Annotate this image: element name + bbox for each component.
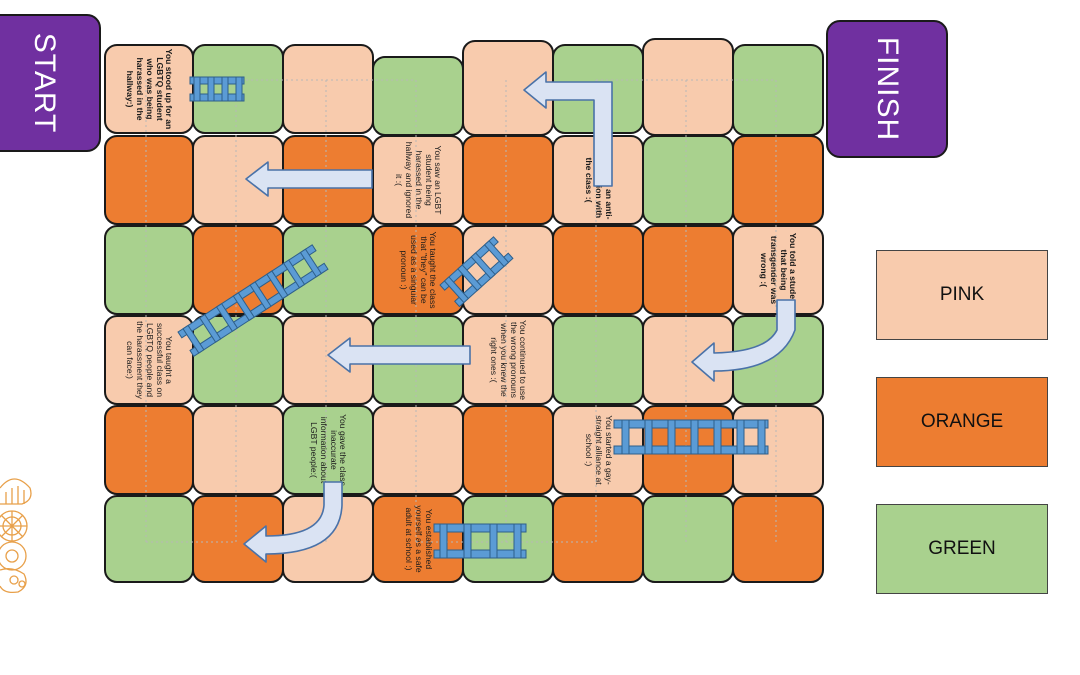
board-square <box>104 495 194 583</box>
start-label: START <box>27 32 61 134</box>
board-square: You established yourself as a safe adult… <box>372 495 464 583</box>
board-square: You told a student that being transgende… <box>732 225 824 315</box>
board-square <box>642 405 734 495</box>
board-square <box>282 225 374 315</box>
square-text: You established yourself as a safe adult… <box>404 505 434 573</box>
board-square <box>642 135 734 225</box>
board-square <box>462 495 554 583</box>
board-square <box>192 315 284 405</box>
square-text: You stood up for an LGBTQ student who wa… <box>125 48 175 130</box>
board-square <box>462 40 554 136</box>
board-square <box>732 135 824 225</box>
square-text: You saw an LGBT student being harassed i… <box>394 141 444 219</box>
finish-banner: FINISH <box>826 20 948 158</box>
board-square: You continued to use the wrong pronouns … <box>462 315 554 405</box>
legend-orange-label: ORANGE <box>920 411 1004 432</box>
legend-pink: PINK <box>876 250 1048 340</box>
board-square <box>282 135 374 225</box>
board-square: You taught a successful class on LGBTQ p… <box>104 315 194 405</box>
square-text: You taught a successful class on LGBTQ p… <box>125 321 175 399</box>
legend-green-label: GREEN <box>928 538 996 559</box>
board-square <box>462 405 554 495</box>
board-square <box>732 495 824 583</box>
board-square <box>282 495 374 583</box>
square-text: You told a student that being transgende… <box>759 232 799 308</box>
square-text: You gave the class inaccurate informatio… <box>309 414 349 486</box>
square-text: You shared an anti-LGBT opinion with the… <box>584 140 614 220</box>
finish-label: FINISH <box>871 36 904 142</box>
square-text: You continued to use the wrong pronouns … <box>489 320 529 400</box>
board-square <box>552 495 644 583</box>
board-square <box>282 44 374 134</box>
legend-orange: ORANGE <box>876 377 1048 467</box>
board-square <box>642 495 734 583</box>
board-square <box>192 225 284 315</box>
board-square <box>732 405 824 495</box>
board-square <box>104 405 194 495</box>
legend-green: GREEN <box>876 504 1048 594</box>
board-square <box>104 135 194 225</box>
board-square <box>642 38 734 136</box>
board-square: You stood up for an LGBTQ student who wa… <box>104 44 194 134</box>
board-square: You gave the class inaccurate informatio… <box>282 405 374 495</box>
organization-logo-icon <box>0 478 32 594</box>
legend-pink-label: PINK <box>939 284 985 305</box>
board-square <box>282 315 374 405</box>
board-square <box>642 225 734 315</box>
board-square: You started a gay-straight alliance at s… <box>552 405 644 495</box>
board-square <box>462 135 554 225</box>
board-square <box>552 315 644 405</box>
board-square <box>192 495 284 583</box>
square-text: You started a gay-straight alliance at s… <box>584 415 614 485</box>
board-square <box>732 315 824 405</box>
square-text: You taught the class that "they" can be … <box>399 231 439 309</box>
board-square <box>372 405 464 495</box>
start-banner: START <box>0 14 101 152</box>
board-square <box>104 225 194 315</box>
board-square <box>372 56 464 136</box>
board-square: You shared an anti-LGBT opinion with the… <box>552 135 644 225</box>
board-square <box>642 315 734 405</box>
board-square: You saw an LGBT student being harassed i… <box>372 135 464 225</box>
board-square <box>192 135 284 225</box>
board-square: You taught the class that "they" can be … <box>372 225 464 315</box>
board-square <box>372 315 464 405</box>
board-square <box>192 44 284 134</box>
board-square <box>552 44 644 134</box>
board-square <box>462 225 554 315</box>
board-square <box>732 44 824 136</box>
board-square <box>192 405 284 495</box>
board-square <box>552 225 644 315</box>
